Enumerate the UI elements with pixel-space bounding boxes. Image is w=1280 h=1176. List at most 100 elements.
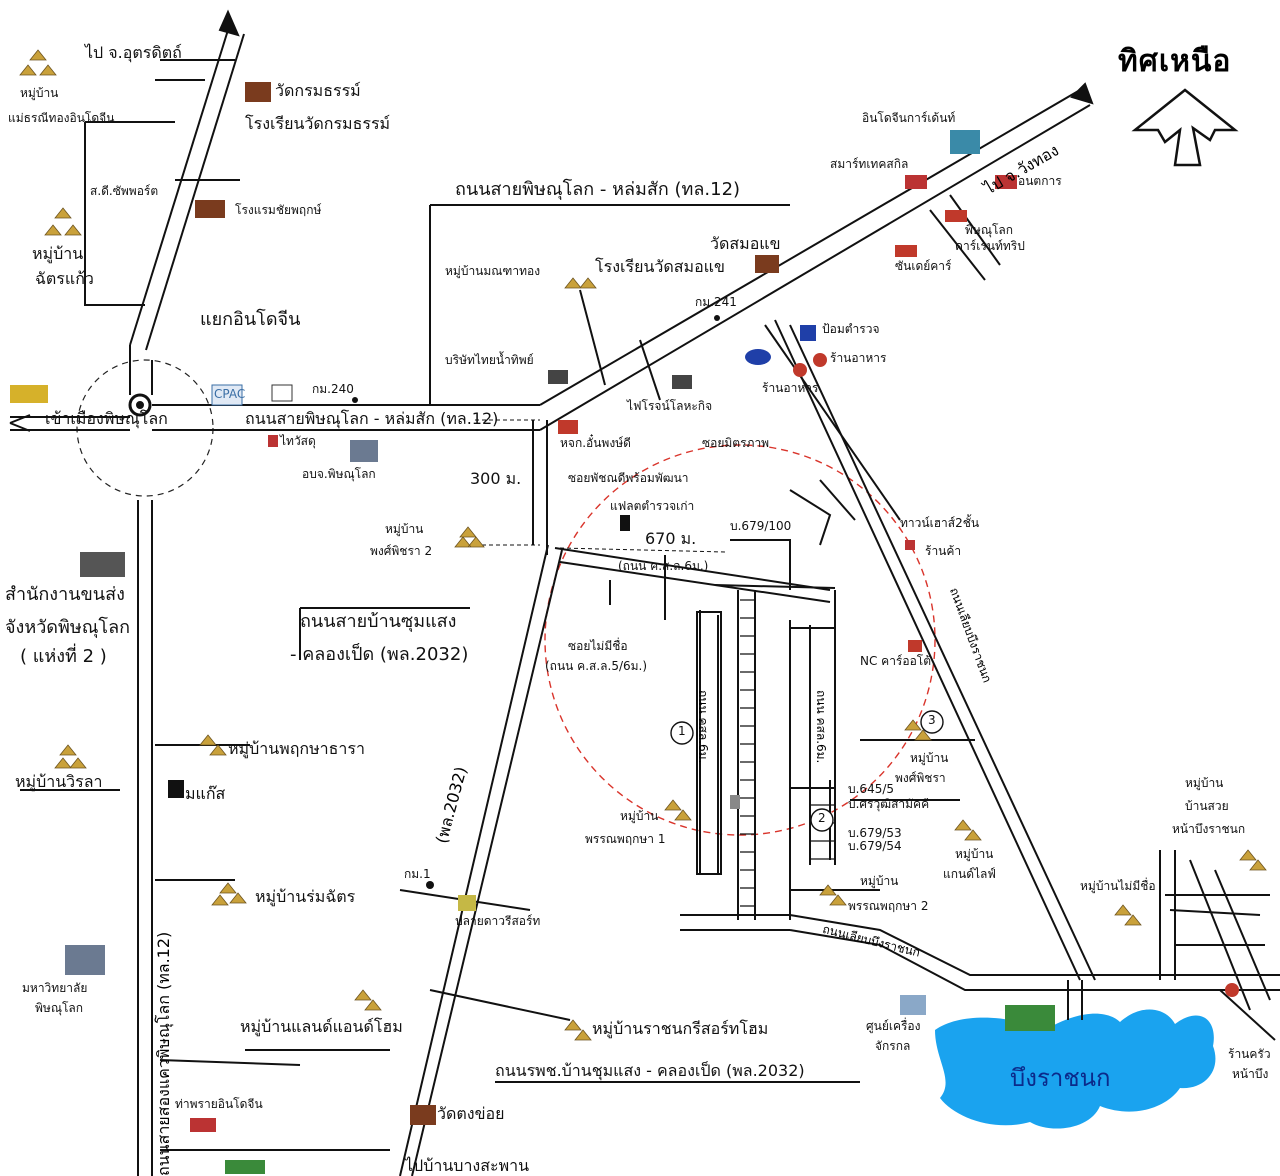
label-v-phongphichara-1: หมู่บ้าน: [910, 751, 949, 765]
label-road-6m-2: ถนน คสล.6ม.: [814, 690, 828, 764]
label-science-center-2: จักรกล: [875, 1039, 911, 1053]
label-road-lsl: (ถนน ค.ส.ล.6ม.): [618, 559, 709, 573]
label-road-2032-lower: ถนนรพช.บ้านชุมแสง - คลองเป็ด (พล.2032): [495, 1061, 805, 1080]
label-samakkhi: บ.ศรวุฒิสามัคคี: [848, 797, 930, 811]
circle-3-number: 3: [928, 713, 936, 727]
label-smart-tech-skill: สมาร์ทเทคสกิล: [830, 157, 909, 171]
label-road-12-vertical: ถนนสายสองแควพิษณุโลก (ทล.12): [154, 931, 173, 1176]
label-tha-phra: ท่าพรายอินโดจีน: [175, 1097, 263, 1111]
village-icons: [19, 49, 1267, 1041]
radius-circle: [544, 444, 936, 836]
lake-label: บึงราชนก: [1010, 1064, 1111, 1092]
label-v-landandhome: หมู่บ้านแลนด์แอนด์โฮม: [240, 1017, 403, 1036]
label-wat-samoklae: วัดสมอแข: [710, 234, 781, 253]
label-car-rental-1: พิษณุโลก: [965, 223, 1014, 237]
label-anankan: อนตการ: [1018, 174, 1062, 188]
circle-1-number: 1: [678, 724, 686, 738]
label-school-samoklae: โรงเรียนวัดสมอแข: [595, 257, 725, 276]
label-university-1: มหาวิทยาลัย: [22, 981, 88, 995]
label-v-mairu: หมู่บ้านไม่มีชื่อ: [1080, 879, 1156, 893]
label-km1: กม.1: [404, 867, 431, 881]
label-v-rachanok-resort: หมู่บ้านราชนกรีสอร์ทโฮม: [592, 1019, 769, 1038]
label-indochina-junction: แยกอินโดจีน: [200, 309, 301, 330]
label-obj-phitsanulok: อบจ.พิษณุโลก: [302, 467, 376, 481]
label-v-phruksa: หมู่บ้านพฤกษาธารา: [228, 739, 365, 758]
label-road-12-top: ถนนสายพิษณุโลก - หล่มสัก (ทล.12): [455, 179, 741, 200]
label-v-pornphruksa2-1: หมู่บ้าน: [860, 874, 899, 888]
label-to-uttaradit: ไป จ.อุตรดิตถ์: [85, 43, 182, 62]
label-indochina-garden: อินโดจีนการ์เด้นท์: [862, 111, 956, 125]
label-dist-300: 300 ม.: [470, 469, 522, 488]
label-v-phongphichara-2: พงศ์พิชรา: [895, 771, 946, 785]
label-dist-670: 670 ม.: [645, 529, 697, 548]
km-markers: [352, 315, 825, 889]
label-thai-namthip: บริษัทไทยน้ำทิพย์: [445, 353, 534, 367]
label-km241: กม.241: [695, 295, 737, 309]
circle-2-number: 2: [818, 811, 826, 825]
label-pladao-resort: ปลายดาวรีสอร์ท: [455, 914, 541, 928]
north-arrow-icon: [1131, 88, 1239, 167]
label-v-banruay-1: หมู่บ้าน: [1185, 776, 1224, 790]
label-hotel-chaiyaphruek: โรงแรมชัยพฤกษ์: [235, 203, 322, 217]
label-wat-tongkoi: วัดตงข่อย: [437, 1104, 505, 1123]
label-v-romchat: หมู่บ้านร่มฉัตร: [255, 887, 356, 906]
label-to-bangsaphan: ไปบ้านบางสะพาน: [405, 1156, 530, 1175]
label-wat-krommatham: วัดกรมธรรม์: [275, 81, 361, 100]
label-house-645: บ.645/5: [848, 782, 895, 796]
label-v-pornphruksa2-2: พรรณพฤกษา 2: [848, 899, 929, 913]
building-icons: [10, 82, 1239, 1174]
label-soi-nameless-1: ซอยไม่มีชื่อ: [568, 639, 628, 653]
label-rantham: ร้านค้า: [925, 544, 962, 558]
label-sunday-car: ซันเดย์คาร์: [895, 259, 952, 273]
label-sd-support: ส.ดี.ซัพพอร์ต: [90, 184, 159, 198]
label-road-2032-title-2: - คลองเป็ด (พล.2032): [290, 644, 469, 665]
label-v-maesanee-2: แม่ธรณีทองอินโดจีน: [8, 111, 115, 125]
label-science-center-1: ศูนย์เครื่อง: [866, 1019, 921, 1033]
label-v-pornphruksa1-2: พรรณพฤกษา 1: [585, 832, 666, 846]
label-manut-gas: มแก๊ส: [185, 784, 226, 803]
label-v-chatkaew-1: หมู่บ้าน: [32, 244, 84, 263]
label-car-rental-2: คาร์เรนท์ทริป: [955, 239, 1025, 253]
label-v-gainlife-1: หมู่บ้าน: [955, 847, 994, 861]
label-v-banruay-3: หน้าบึงราชนก: [1172, 822, 1246, 836]
label-hjk-unphongdee: หจก.อั๋นพงษ์ดี: [560, 436, 631, 450]
label-v-manthathong: หมู่บ้านมณฑาทอง: [445, 264, 541, 278]
label-shop-bueng-1: ร้านครัว: [1228, 1047, 1271, 1061]
label-soi-mitraphap: ซอยมิตรภาพ: [702, 436, 770, 450]
label-school-krommatham: โรงเรียนวัดกรมธรรม์: [245, 114, 391, 133]
label-road-2032-title-1: ถนนสายบ้านซุมแสง: [300, 611, 457, 632]
label-house-679: บ.679/100: [730, 519, 792, 533]
label-v-pornphruksa1-1: หมู่บ้าน: [620, 809, 659, 823]
label-v-wilai: หมู่บ้านวิรลา: [15, 772, 103, 791]
label-v-maesanee-1: หมู่บ้าน: [20, 86, 59, 100]
junction-circle: [76, 359, 214, 497]
label-transport-office-2: จังหวัดพิษณุโลก: [5, 617, 131, 638]
label-nc-car: NC คาร์ออโต้: [860, 654, 932, 668]
label-old-police-flat: แฟลตตำรวจเก่า: [610, 499, 695, 513]
label-v-banruay-2: บ้านสวย: [1185, 799, 1229, 813]
label-restaurant-1: ร้านอาหาร: [830, 351, 887, 365]
label-police-box: ป้อมตำรวจ: [822, 322, 880, 336]
label-soi-nameless-2: (ถนน ค.ส.ล.5/6ม.): [545, 659, 648, 673]
label-house-679-4: บ.679/54: [848, 839, 902, 853]
label-road-6m-1: ถนน คสล.6ม.: [696, 690, 710, 764]
label-pcc: ไทวัสดุ: [280, 434, 316, 448]
label-shop-bueng-2: หน้าบึง: [1232, 1067, 1269, 1081]
label-v-gainlife-2: แกนด์ไลฟ์: [943, 867, 996, 881]
label-soi-phanchot: ซอยพัชณดีพร้อมพัฒนา: [568, 471, 689, 485]
north-label: ทิศเหนือ: [1118, 44, 1232, 79]
label-v-phongphichara2-2: พงศ์พิชรา 2: [370, 544, 433, 558]
label-cpac: CPAC: [214, 387, 246, 401]
label-v-phongphichara2-1: หมู่บ้าน: [385, 522, 424, 536]
label-v-chatkaew-2: ฉัตรแก้ว: [35, 269, 94, 288]
label-transport-office-3: ( แห่งที่ 2 ): [20, 646, 107, 667]
label-into-city: เข้าเมืองพิษณุโลก: [45, 409, 168, 428]
label-km240: กม.240: [312, 382, 354, 396]
label-restaurant-2: ร้านอาหาร: [762, 381, 819, 395]
label-townhouse: ทาวน์เฮาส์2ชั้น: [900, 516, 980, 530]
label-house-679-3: บ.679/53: [848, 826, 902, 840]
label-fairojphanich: ไฟโรจน์โลหะกิจ: [627, 399, 713, 413]
label-transport-office-1: สำนักงานขนส่ง: [5, 584, 125, 605]
label-university-2: พิษณุโลก: [35, 1001, 84, 1015]
